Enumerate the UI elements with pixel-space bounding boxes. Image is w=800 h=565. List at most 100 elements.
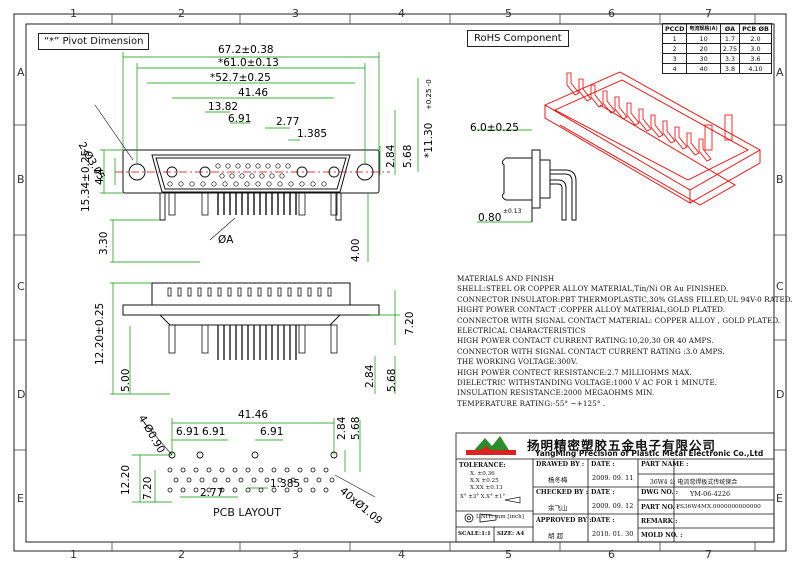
power-contact-tail	[201, 192, 209, 216]
header-diam-a: ØA	[719, 23, 741, 34]
signal-contact-hole	[285, 163, 291, 169]
shell-slot	[297, 287, 302, 297]
part-no: FS36W4MX.0000000000000	[676, 504, 761, 510]
zone-top-1: 1	[70, 7, 77, 20]
tol-xx: X.X ±0.25	[470, 478, 499, 484]
dim-pitch-6-91: 6.91	[228, 113, 252, 125]
remark-label: REMARK :	[641, 518, 678, 525]
pcb-pin-hole	[245, 467, 251, 473]
note-line: SHELL:STEEL OR COPPER ALLOY MATERIAL,Tin…	[457, 284, 729, 294]
signal-contact-hole	[222, 181, 228, 187]
front-view-legs	[159, 193, 342, 221]
zone-side-a-right: A	[776, 66, 784, 79]
front-view	[115, 149, 390, 194]
zone-side-e-right: E	[776, 492, 783, 505]
signal-contact-hole	[288, 181, 294, 187]
render-power-contact	[724, 114, 733, 141]
pcb-pin-hole	[225, 477, 231, 483]
signal-contact-hole	[189, 181, 195, 187]
tolerance-label: TOLERANCE:	[459, 462, 506, 469]
zone-side-b: B	[17, 173, 25, 186]
dwg-no-label: DWG NO. :	[641, 489, 679, 496]
signal-contact-hole	[259, 173, 265, 179]
table-cell: 1.7	[719, 33, 741, 44]
zone-side-b-right: B	[776, 173, 784, 186]
shell-slot	[237, 287, 242, 297]
pcb-pin-hole	[167, 467, 173, 473]
tol-xxx-key: X.XX	[470, 485, 484, 491]
note-line: THE WORKING VOLTAGE:300V.	[457, 357, 578, 367]
shell-slot	[247, 287, 252, 297]
signal-contact-hole	[279, 173, 285, 179]
render-contact	[614, 96, 628, 120]
signal-contact-hole	[239, 173, 245, 179]
header-current: 电流规格(A)	[686, 23, 721, 34]
dim-flange-height: 15.34±0.25	[80, 149, 92, 212]
projection-symbol	[464, 513, 497, 523]
shell-slot	[207, 287, 212, 297]
inner-frame	[25, 23, 775, 543]
part-no-label: PART NO. :	[641, 504, 680, 511]
render-contact	[674, 126, 688, 150]
pcb-pin-hole	[173, 477, 179, 483]
company-name-cn: 扬明精密塑胶五金电子有限公司	[527, 438, 717, 453]
dim-11-30: *11.30	[423, 122, 435, 158]
pcb-pin-hole	[310, 487, 316, 493]
power-contact-hole	[296, 166, 308, 178]
pcb-pin-hole	[323, 487, 329, 493]
pcb-pin-hole	[271, 467, 277, 473]
pcb-hole-pattern	[167, 451, 338, 493]
shell-slot	[267, 287, 272, 297]
pcb-mount-hole	[330, 451, 338, 459]
signal-contact-hole	[225, 163, 231, 169]
note-line: ELECTRICAL CHARACTERISTICS	[457, 326, 586, 336]
tol-xxx-val: ±0.13	[485, 485, 503, 491]
dim-side-6-0: 6.0±0.25	[470, 122, 519, 134]
size-label: SIZE: A4	[497, 531, 525, 537]
shell-slot	[227, 287, 232, 297]
pcb-pin-hole	[219, 487, 225, 493]
shell-slot	[287, 287, 292, 297]
checked-by-label: CHECKED BY :	[536, 489, 589, 496]
dim-bottom-5-68: 5.68	[386, 368, 398, 392]
checked-by-name: 余飞山	[548, 504, 568, 512]
pcb-pin-hole	[284, 467, 290, 473]
pcb-dim-lines	[132, 418, 361, 503]
signal-contact-hole	[275, 163, 281, 169]
pivot-dimension-label: “*” Pivot Dimension	[38, 33, 150, 50]
front-pin-holes	[166, 163, 340, 187]
shell-slot	[327, 287, 332, 297]
pcb-pin-hole	[284, 487, 290, 493]
signal-contact-hole	[200, 181, 206, 187]
note-line: HIGH POWER CONTACT CURRENT RATING:10,20,…	[457, 336, 714, 346]
zone-bottom-7: 7	[705, 548, 712, 561]
dim-pcb-7-20: 7.20	[142, 476, 154, 500]
pcb-pin-hole	[206, 487, 212, 493]
tol-x: X. ±0.36	[470, 471, 495, 477]
dim-pcb-2-84: 2.84	[336, 416, 348, 440]
dim-pcb-6-91-c: 6.91	[260, 426, 284, 438]
outer-frame	[13, 13, 787, 552]
date-label-3: DATE :	[591, 517, 615, 524]
pcb-pin-hole	[193, 467, 199, 473]
pcb-pin-hole	[310, 467, 316, 473]
side-view	[477, 129, 577, 223]
pcb-mount-hole	[196, 451, 204, 459]
table-cell: 4.10	[739, 63, 772, 74]
power-contact-leg	[201, 324, 209, 354]
pcb-pin-hole	[199, 477, 205, 483]
dim-pcb-6-91-a: 6.91	[176, 426, 200, 438]
zone-top-7: 7	[705, 7, 712, 20]
signal-contact-hole	[310, 181, 316, 187]
pcb-pin-hole	[219, 467, 225, 473]
render-contact	[686, 132, 700, 156]
dim-overall-width: 67.2±0.38	[218, 44, 274, 56]
zone-side-d: D	[17, 388, 26, 401]
pcb-pin-hole	[329, 477, 335, 483]
signal-contact-hole	[249, 173, 255, 179]
zone-ticks	[14, 14, 786, 551]
